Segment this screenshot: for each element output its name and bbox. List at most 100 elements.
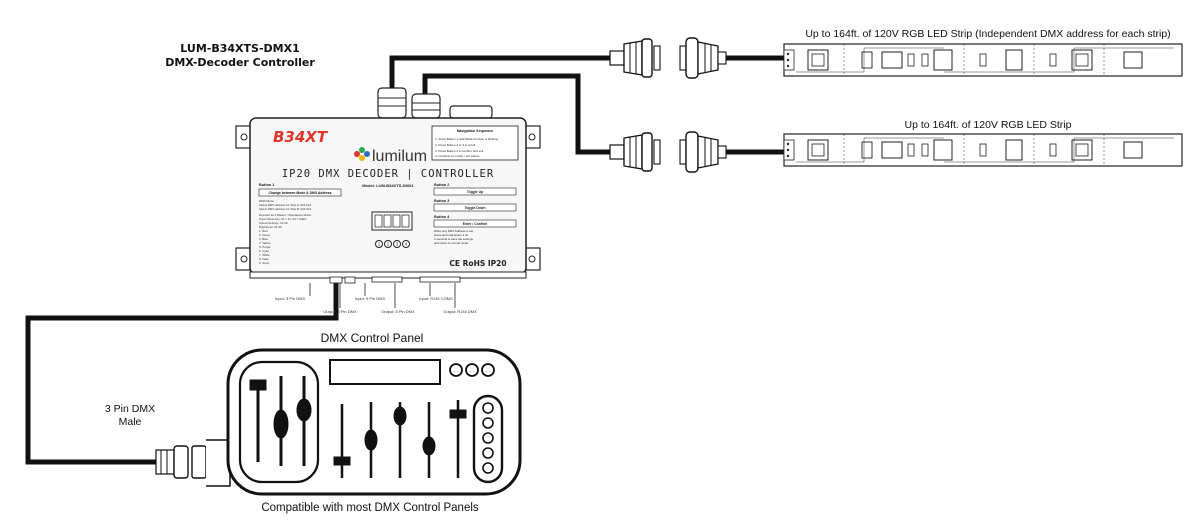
instruction-line: 7. White	[259, 253, 270, 257]
panel-pad[interactable]	[482, 432, 494, 444]
port-label: Output: 5 Pin DMX	[381, 309, 415, 314]
master-faders	[249, 376, 312, 466]
product-name: IP20 DMX DECODER | CONTROLLER	[282, 168, 494, 180]
brand-name: lumilum	[372, 148, 427, 165]
panel-button[interactable]	[449, 363, 463, 377]
fader-knob[interactable]	[422, 436, 436, 456]
brand-flower-icon	[354, 147, 370, 161]
xlr-connector-pair-b	[609, 131, 727, 173]
control-button-3[interactable]	[393, 240, 401, 248]
dmx-control-panel	[206, 348, 522, 496]
button1-title: Change between Mode & DMX Address	[269, 191, 332, 195]
panel-button[interactable]	[481, 363, 495, 377]
port-label: Output: RJ45 DMX	[443, 309, 477, 314]
button-number: 1	[378, 242, 381, 247]
navigation-line: 2. Press Button 2 or 3 to scroll	[435, 143, 476, 147]
panel-pad[interactable]	[482, 417, 494, 429]
fader-knob[interactable]	[296, 398, 312, 422]
control-button-4[interactable]	[402, 240, 410, 248]
segment-display	[371, 211, 413, 231]
button3-label: Toggle Down	[464, 206, 485, 210]
button2-label: Toggle Up	[467, 190, 483, 194]
fader-knob[interactable]	[333, 456, 351, 466]
instruction-line: 9. Jump	[259, 261, 270, 265]
certification-labels: CE RoHS IP20	[449, 259, 506, 268]
instruction-line: 3. Blue	[259, 237, 268, 241]
channel-faders	[333, 400, 467, 478]
cable-to-strip-a	[389, 55, 612, 88]
cables	[25, 55, 612, 465]
button2-header: Button 2	[434, 183, 449, 187]
ports	[309, 276, 461, 308]
instruction-line: 1. Red	[259, 229, 268, 233]
port-label: Input: 5 Pin DMX	[355, 296, 386, 301]
instruction-line: press and hold button 4 for	[434, 233, 468, 237]
instruction-line: 4. Yellow	[259, 241, 271, 245]
instruction-line: Select DMX address for Strip A: 001-512	[259, 203, 311, 207]
controller-device: B34XT Navigation Sequence 1. Press Butto…	[235, 87, 541, 314]
instruction-line: 5. Purple	[259, 245, 271, 249]
button-number: 2	[387, 242, 390, 247]
xlr-connector-pair-a	[609, 37, 727, 79]
instruction-line: Select DMX address for Strip B: 001-512	[259, 207, 312, 211]
controller-subtitle: DMX-Decoder Controller	[165, 56, 315, 69]
navigation-header: Navigation Sequence	[457, 129, 493, 133]
control-buttons: 1 2 3 4	[375, 240, 410, 248]
navigation-sequence-box: Navigation Sequence 1. Press Button 1 un…	[431, 125, 519, 161]
fader-knob[interactable]	[273, 409, 289, 439]
connector-label-line2: Male	[119, 416, 142, 428]
port-label: Input: 3 Pin DMX	[275, 296, 306, 301]
fader-knob[interactable]	[393, 406, 407, 426]
fader-knob[interactable]	[249, 379, 267, 391]
port-labels: Input: 3 Pin DMX Output: 3 Pin DMX Input…	[275, 296, 477, 314]
button-number: 3	[396, 242, 399, 247]
fader-knob[interactable]	[364, 429, 378, 451]
button1-instructions: DMX Mode: Select DMX address for Strip A…	[259, 199, 312, 265]
navigation-line: 1. Press Button 1 until Mode function is…	[435, 137, 498, 141]
instruction-line: 2. Green	[259, 233, 271, 237]
instruction-line: DMX Mode:	[259, 199, 274, 203]
button4-header: Button 4	[434, 215, 450, 219]
cable-gland-b	[411, 93, 441, 119]
instruction-line: Decoder as a Master / Standalone Mode:	[259, 213, 312, 217]
panel-pad[interactable]	[482, 447, 494, 459]
button1-header: Button 1	[259, 183, 274, 187]
panel-pad[interactable]	[482, 402, 494, 414]
cable-to-panel	[25, 280, 339, 465]
control-button-1[interactable]	[375, 240, 383, 248]
instruction-line: 3 seconds to save the settings	[434, 237, 473, 241]
brand-logo-mark: B34XT	[273, 128, 329, 146]
instruction-line: Press Mode key: 01 = Fx, 02 = Static	[259, 217, 307, 221]
instruction-line: When any DMX Address is set,	[434, 229, 474, 233]
cable-to-strip-b	[422, 73, 612, 155]
panel-button[interactable]	[465, 363, 479, 377]
button-number: 4	[405, 242, 408, 247]
instruction-line: 8. Fade	[259, 257, 269, 261]
instruction-line: Brightness: 01-09	[259, 225, 282, 229]
controller-model-title: LUM-B34XTS-DMX1	[180, 42, 299, 55]
button4-label: Enter / Confirm	[463, 222, 488, 226]
strip-b-label: Up to 164ft. of 120V RGB LED Strip	[905, 119, 1072, 131]
instruction-line: and return to normal mode.	[434, 241, 469, 245]
port-5pin	[371, 276, 403, 283]
right-instructions: Button 2 Toggle Up Button 3 Toggle Down …	[433, 183, 517, 245]
panel-title: DMX Control Panel	[321, 331, 424, 345]
panel-display	[329, 359, 441, 385]
fader-knob[interactable]	[449, 409, 467, 419]
navigation-line: 3. Press Button 4 to confirm and exit	[435, 149, 484, 153]
dmx-3pin-male-connector	[155, 445, 207, 479]
port-rj45	[419, 276, 461, 283]
button3-header: Button 3	[434, 199, 449, 203]
port-3pin-out	[344, 276, 356, 284]
led-strip-a	[783, 43, 1183, 77]
vent-housing	[449, 105, 493, 119]
port-label: Input: RJ45 COMS	[419, 296, 453, 301]
connector-label-line1: 3 Pin DMX	[105, 403, 155, 415]
control-button-2[interactable]	[384, 240, 392, 248]
led-strip-b	[783, 133, 1183, 167]
panel-pad[interactable]	[482, 462, 494, 474]
navigation-line: 4. Continue to modify / set values	[435, 154, 480, 158]
strip-a-label: Up to 164ft. of 120V RGB LED Strip (Inde…	[805, 28, 1170, 40]
